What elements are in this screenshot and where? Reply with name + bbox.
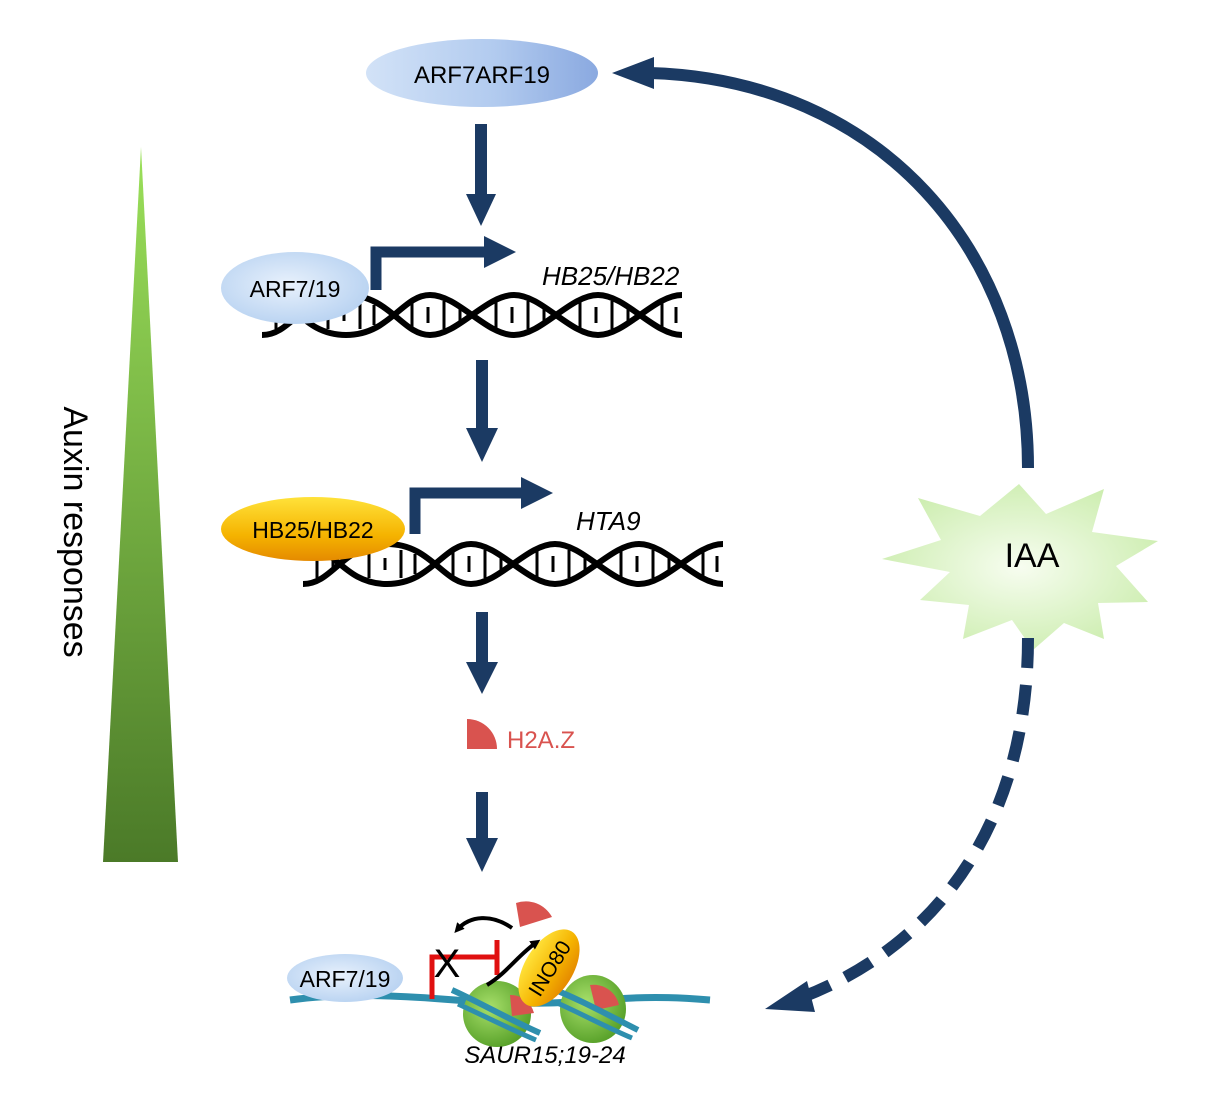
top-protein-ellipse (366, 39, 598, 107)
helix-rungs (274, 301, 678, 329)
free-h2az-icon (516, 901, 552, 927)
arf-protein-label: ARF7/19 (250, 276, 341, 302)
helix-rungs (315, 550, 719, 578)
helix-strand-b (302, 540, 724, 588)
auxin-responses-label: Auxin responses (56, 406, 94, 657)
down-arrow-2 (466, 360, 498, 462)
exchange-arrow-left (454, 916, 514, 934)
iaa-label: IAA (1005, 537, 1060, 575)
helix-strand-b (261, 291, 683, 339)
iaa-star-burst (882, 484, 1158, 650)
hta9-gene-label: HTA9 (576, 506, 641, 536)
nucleosome-2-h2az (590, 984, 619, 1010)
hb-protein-label: HB25/HB22 (252, 517, 373, 543)
saur-gene-label: SAUR15;19-24 (464, 1042, 625, 1069)
down-arrow-3 (466, 612, 498, 694)
nucleosome-1-h2az (510, 994, 534, 1016)
hb25-hb22-gene-label: HB25/HB22 (542, 261, 680, 291)
exchange-arrow-right (485, 939, 541, 987)
promoter-arrow-1 (370, 236, 516, 290)
iaa-to-arf-arrow (612, 57, 1034, 469)
bottom-arf-ellipse (287, 954, 403, 1002)
iaa-to-saur-dashed-arrow (765, 637, 1034, 1012)
arf-protein-ellipse (221, 252, 369, 324)
down-arrow-4 (466, 792, 498, 872)
h2az-icon (467, 719, 497, 749)
down-arrow-1 (466, 124, 496, 226)
block-x-mark: X (434, 942, 461, 986)
auxin-gradient-triangle (103, 147, 178, 862)
hb-protein-ellipse (221, 497, 405, 561)
promoter-arrow-2 (409, 477, 553, 534)
h2az-label: H2A.Z (507, 727, 575, 754)
top-protein-label: ARF7ARF19 (414, 62, 550, 89)
bottom-arf-label: ARF7/19 (300, 966, 391, 992)
inhibition-bracket (429, 940, 500, 999)
saur-gene-prefix: SAUR15 (464, 1042, 558, 1069)
saur-gene-suffix: ;19-24 (558, 1042, 626, 1069)
